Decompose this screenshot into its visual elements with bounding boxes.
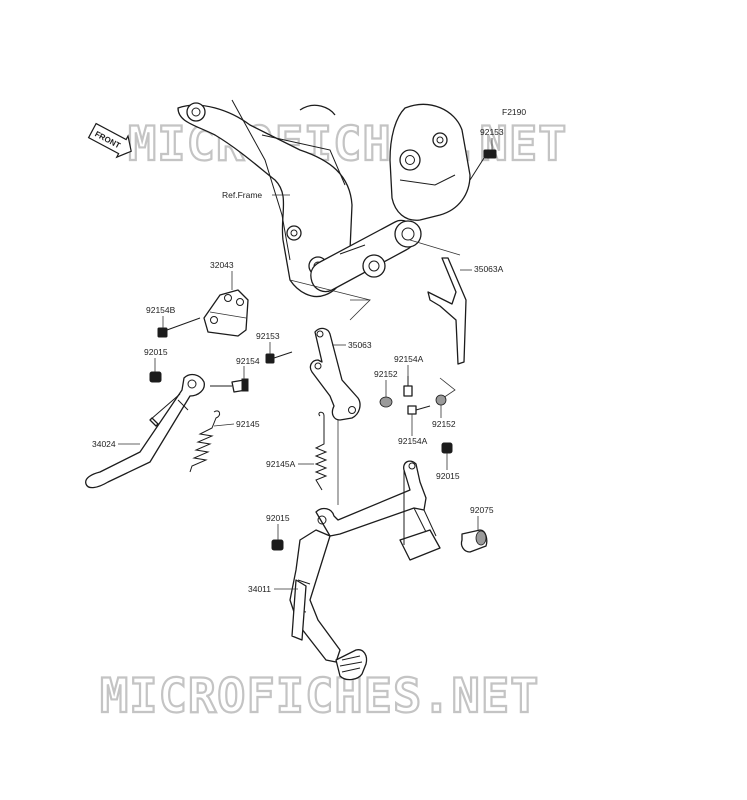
bracket-32043 — [203, 289, 249, 337]
nut-92015-left — [149, 371, 162, 383]
label-92075: 92075 — [470, 505, 494, 515]
label-92015-left: 92015 — [144, 347, 168, 357]
bolt-92154A-top — [403, 376, 413, 397]
label-92152-right: 92152 — [432, 419, 456, 429]
label-92015-bottom: 92015 — [266, 513, 290, 523]
bracket-35063A — [427, 257, 467, 365]
label-35063: 35063 — [348, 340, 372, 350]
nut-92015-right — [441, 442, 453, 454]
frame — [177, 99, 471, 298]
label-92154B: 92154B — [146, 305, 176, 315]
label-32043: 32043 — [210, 260, 234, 270]
rubber-92075 — [460, 529, 488, 553]
bolt-92154A-bottom — [407, 405, 431, 415]
bolt-92154B — [157, 317, 201, 338]
label-92153-top: 92153 — [480, 127, 504, 137]
spring-92145A — [314, 411, 328, 491]
side-stand-34024 — [85, 373, 205, 489]
leader-92145 — [213, 423, 235, 427]
label-34024: 34024 — [92, 439, 116, 449]
label-92154A-top: 92154A — [394, 354, 424, 364]
link-35063 — [309, 327, 361, 421]
label-92145: 92145 — [236, 419, 260, 429]
diagram-code: F2190 — [502, 107, 526, 117]
collar-92152-left — [379, 396, 393, 408]
collar-92152-right — [435, 394, 447, 406]
label-92015-right: 92015 — [436, 471, 460, 481]
bolt-92153-top — [469, 149, 497, 181]
nut-92015-bottom — [271, 539, 284, 551]
guide-lines — [289, 239, 461, 401]
spring-92145 — [189, 410, 221, 473]
label-34011: 34011 — [248, 584, 271, 594]
center-stand-34011 — [289, 460, 441, 681]
label-92153-mid: 92153 — [256, 331, 280, 341]
label-35063A: 35063A — [474, 264, 504, 274]
watermark-bottom: MICROFICHES.NET — [100, 669, 539, 724]
frame-label: Ref.Frame — [222, 190, 262, 200]
label-92145A: 92145A — [266, 459, 296, 469]
bolt-92154 — [210, 378, 249, 393]
label-92152-left: 92152 — [374, 369, 398, 379]
label-92154: 92154 — [236, 356, 260, 366]
label-92154A-bottom: 92154A — [398, 436, 428, 446]
